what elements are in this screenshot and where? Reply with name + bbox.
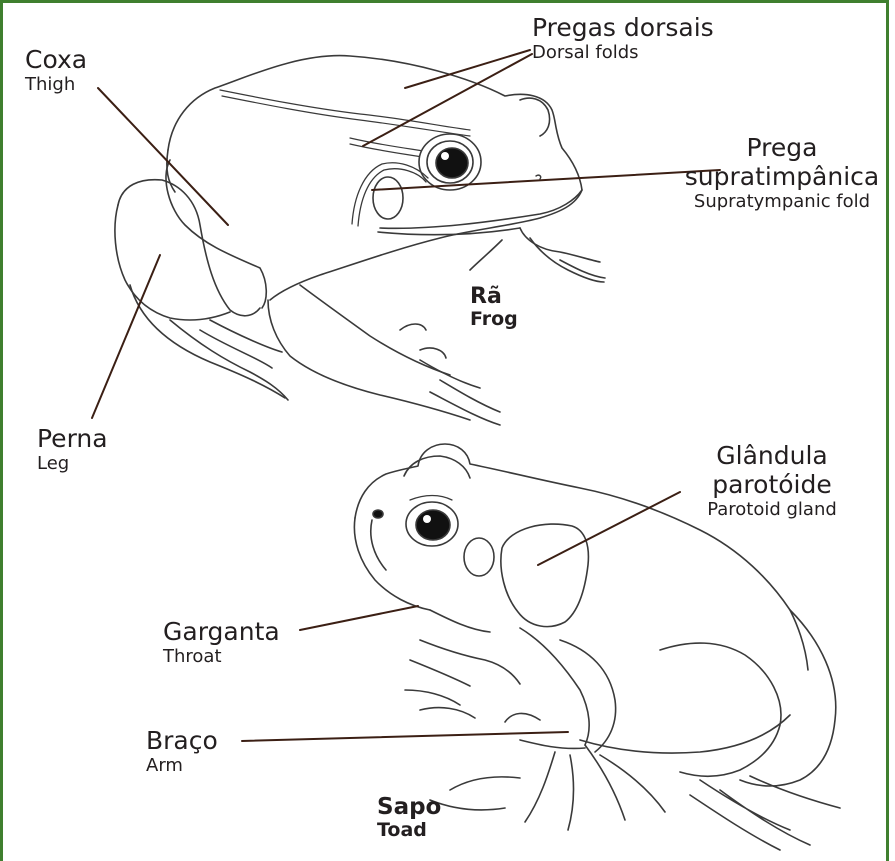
frog-eye-bump xyxy=(520,98,550,136)
label-leg-en: Leg xyxy=(37,454,108,475)
label-supratympanic: Prega supratimpânica Supratympanic fold xyxy=(682,134,882,212)
toad-pupil xyxy=(416,510,450,540)
label-arm: Braço Arm xyxy=(146,727,218,776)
label-frog-pt: Rã xyxy=(470,284,518,309)
toad-parotoid-gland xyxy=(501,524,589,627)
leader-throat xyxy=(300,606,418,630)
label-supratympanic-en: Supratympanic fold xyxy=(682,192,882,213)
label-arm-pt: Braço xyxy=(146,727,218,756)
label-arm-en: Arm xyxy=(146,756,218,777)
label-parotoid-pt-1: Glândula xyxy=(672,442,872,471)
label-toad: Sapo Toad xyxy=(377,794,441,842)
frog-tympanum xyxy=(373,177,403,219)
label-toad-pt: Sapo xyxy=(377,794,441,820)
label-throat: Garganta Throat xyxy=(163,618,280,667)
toad-nostril xyxy=(373,510,383,518)
leader-dorsal-folds-1 xyxy=(405,50,530,88)
leader-arm xyxy=(242,732,568,741)
label-dorsal-folds-en: Dorsal folds xyxy=(532,43,714,64)
label-thigh-pt: Coxa xyxy=(25,46,87,75)
label-thigh-en: Thigh xyxy=(25,75,87,96)
leader-parotoid xyxy=(538,492,680,565)
frog-illustration xyxy=(115,56,605,425)
leader-leg xyxy=(92,255,160,418)
label-thigh: Coxa Thigh xyxy=(25,46,87,95)
label-frog-en: Frog xyxy=(470,309,518,331)
label-leg: Perna Leg xyxy=(37,425,108,474)
label-toad-en: Toad xyxy=(377,820,441,842)
label-supratympanic-pt-1: Prega xyxy=(682,134,882,163)
label-frog: Rã Frog xyxy=(470,284,518,331)
label-throat-en: Throat xyxy=(163,647,280,668)
label-parotoid: Glândula parotóide Parotoid gland xyxy=(672,442,872,520)
label-dorsal-folds-pt: Pregas dorsais xyxy=(532,14,714,43)
label-dorsal-folds: Pregas dorsais Dorsal folds xyxy=(532,14,714,63)
label-parotoid-en: Parotoid gland xyxy=(672,500,872,521)
label-parotoid-pt-2: parotóide xyxy=(672,471,872,500)
toad-tympanum xyxy=(464,538,494,576)
label-leg-pt: Perna xyxy=(37,425,108,454)
label-throat-pt: Garganta xyxy=(163,618,280,647)
label-supratympanic-pt-2: supratimpânica xyxy=(682,163,882,192)
frog-pupil xyxy=(436,148,468,178)
